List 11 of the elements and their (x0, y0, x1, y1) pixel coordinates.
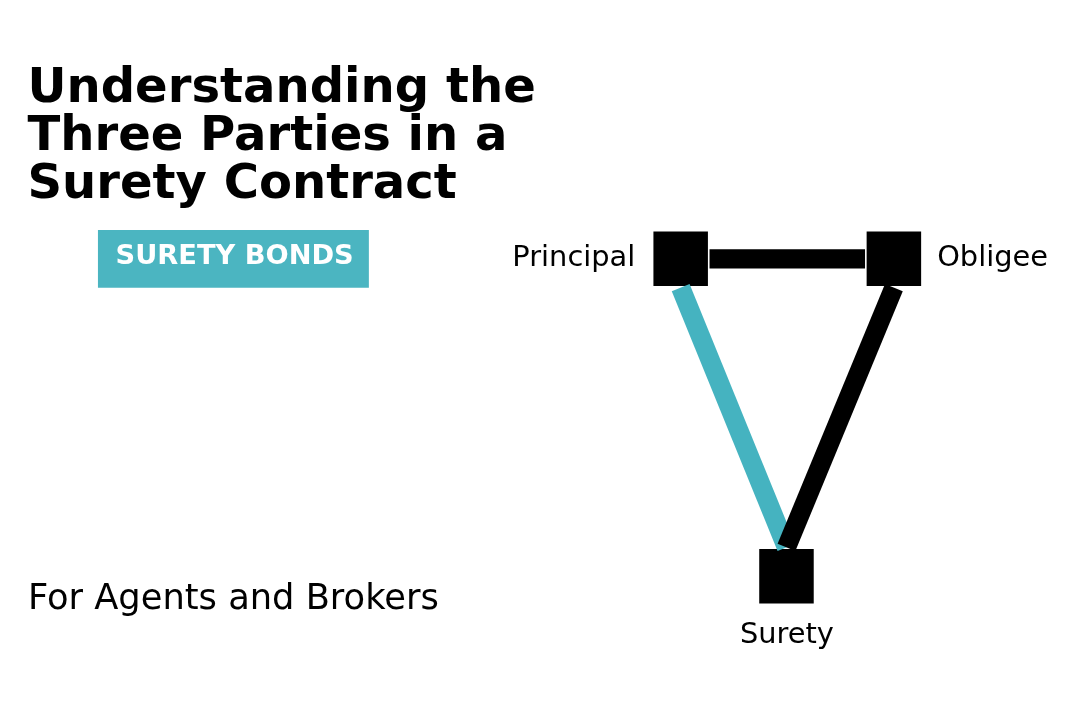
node-label: Principal (512, 238, 636, 273)
connector (709, 248, 866, 268)
node-label: Surety (739, 615, 834, 650)
diagram-title: Understanding the Three Parties in a Surety Contract (27, 56, 536, 209)
node-box (653, 231, 708, 286)
node-box (866, 231, 922, 286)
node-box (759, 548, 814, 603)
label: SURETY BONDS (115, 238, 354, 270)
label: For Agents and Brokers (27, 575, 439, 617)
connector (777, 283, 903, 551)
node-label: Obligee (937, 238, 1049, 273)
